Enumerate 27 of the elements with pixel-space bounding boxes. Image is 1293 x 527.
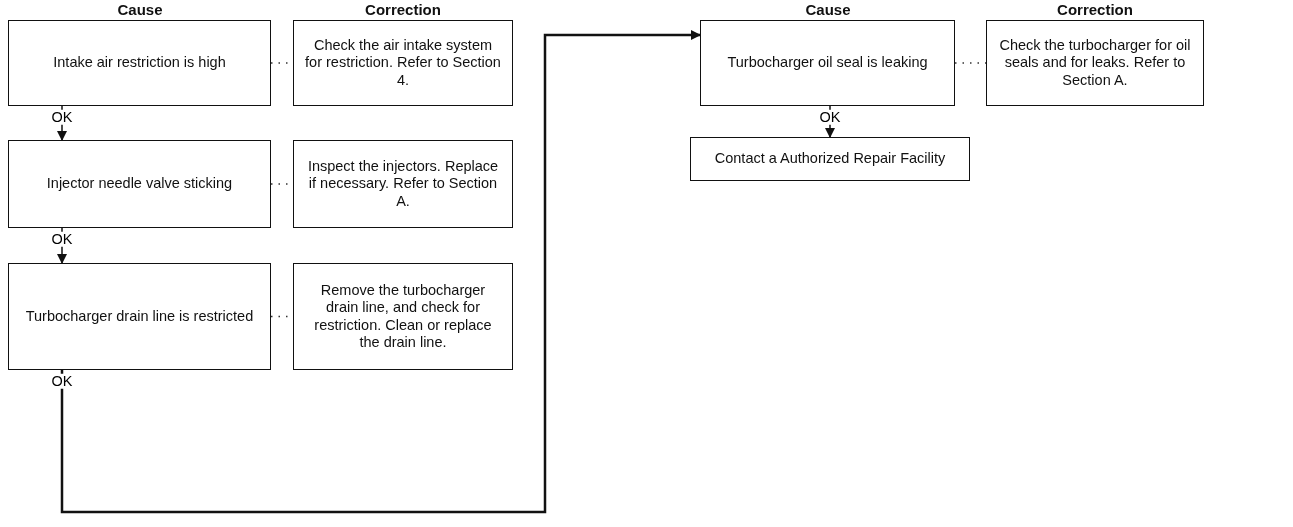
text-box <box>8 140 271 228</box>
text-box <box>293 20 513 106</box>
column-heading: Correction <box>365 1 441 18</box>
box-text: Remove the turbocharger drain line, and check for restriction. Clean or replace the drain line. <box>313 281 493 352</box>
column-heading: Correction <box>1057 1 1133 18</box>
box-text: Check the turbocharger for oil seals and for leaks. Refer to Section A. <box>998 36 1192 90</box>
box-text: Injector needle valve sticking <box>46 175 233 193</box>
text-box <box>8 20 271 106</box>
column-heading: Cause <box>117 1 163 18</box>
edge-label: OK <box>49 373 75 389</box>
box-text: Turbocharger oil seal is leaking <box>727 54 928 72</box>
box-text: Check the air intake system for restriction. Refer to Section 4. <box>304 36 502 90</box>
box-text: Turbocharger drain line is restricted <box>25 307 254 326</box>
edge-label: OK <box>49 231 75 247</box>
flow-arrow <box>60 30 701 514</box>
edge-label: OK <box>49 109 75 125</box>
box-text: Intake air restriction is high <box>53 54 226 72</box>
column-heading: Cause <box>805 1 851 18</box>
text-box <box>293 263 513 370</box>
box-text: Contact a Authorized Repair Facility <box>714 150 946 168</box>
text-box <box>293 140 513 228</box>
text-box <box>690 137 970 181</box>
edge-label: OK <box>817 109 843 125</box>
box-text: Inspect the injectors. Replace if necessary. Refer to Section A. <box>306 157 500 211</box>
text-box <box>700 20 955 106</box>
text-box <box>986 20 1204 106</box>
text-box <box>8 263 271 370</box>
